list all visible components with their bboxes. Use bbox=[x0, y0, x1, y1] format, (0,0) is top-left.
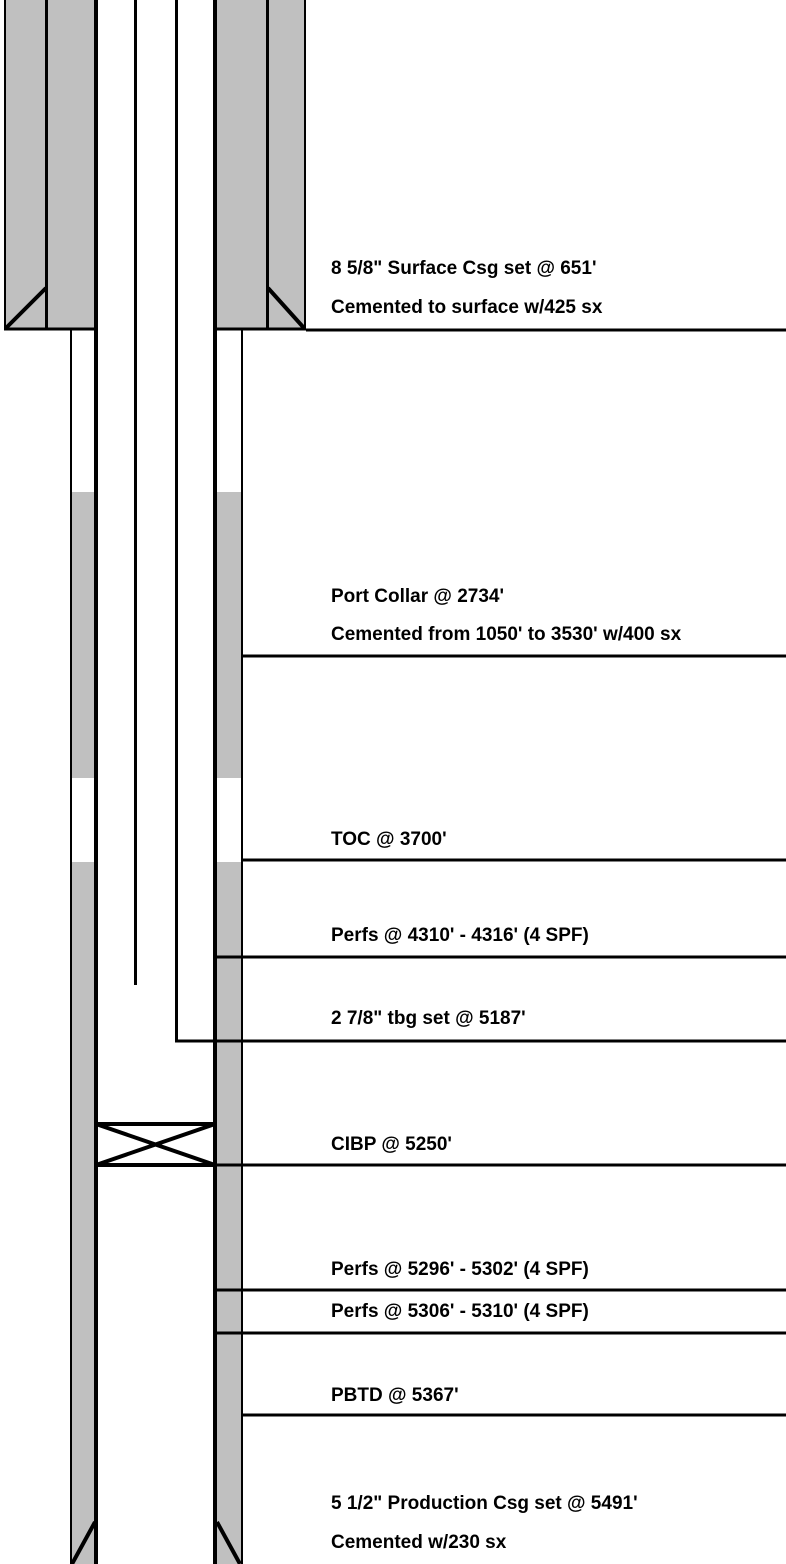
surface-cement-right bbox=[215, 0, 305, 330]
outer-wall-left bbox=[4, 0, 6, 330]
label-surface-csg-line-2: Cemented to surface w/425 sx bbox=[331, 297, 603, 318]
outer-wall-right bbox=[304, 0, 306, 330]
cement-port-collar-right bbox=[217, 492, 241, 778]
cement-lower-right bbox=[217, 862, 241, 1564]
label-toc: TOC @ 3700' bbox=[331, 829, 447, 850]
tubing-wall-left bbox=[134, 0, 137, 985]
label-pbtd: PBTD @ 5367' bbox=[331, 1385, 459, 1406]
cement-lower-left bbox=[72, 862, 95, 1564]
label-perfs-5306: Perfs @ 5306' - 5310' (4 SPF) bbox=[331, 1301, 589, 1322]
production-shoe-left bbox=[70, 1521, 97, 1564]
hole-wall-right bbox=[241, 330, 243, 1564]
tubing-wall-right bbox=[175, 0, 178, 1042]
label-tubing: 2 7/8" tbg set @ 5187' bbox=[331, 1008, 526, 1029]
label-port-collar-line-1: Port Collar @ 2734' bbox=[331, 586, 504, 607]
cibp-cross-2 bbox=[95, 1122, 216, 1167]
hole-wall-left bbox=[70, 330, 72, 1564]
label-production-csg-line-2: Cemented w/230 sx bbox=[331, 1532, 507, 1553]
label-cibp: CIBP @ 5250' bbox=[331, 1134, 452, 1155]
surface-shoe-left bbox=[4, 286, 48, 330]
label-surface-csg-line-1: 8 5/8" Surface Csg set @ 651' bbox=[331, 258, 597, 279]
cement-port-collar-left bbox=[72, 492, 95, 778]
surface-casing-wall-right bbox=[266, 0, 269, 330]
surface-casing-wall-left bbox=[45, 0, 48, 330]
production-casing-wall-right bbox=[213, 0, 217, 1564]
production-shoe-right bbox=[215, 1521, 242, 1564]
label-perfs-4310: Perfs @ 4310' - 4316' (4 SPF) bbox=[331, 925, 589, 946]
label-port-collar-line-2: Cemented from 1050' to 3530' w/400 sx bbox=[331, 624, 682, 645]
label-perfs-5296: Perfs @ 5296' - 5302' (4 SPF) bbox=[331, 1259, 589, 1280]
label-production-csg-line-1: 5 1/2" Production Csg set @ 5491' bbox=[331, 1493, 638, 1514]
production-casing-wall-left bbox=[94, 0, 98, 1564]
surface-cement-left bbox=[5, 0, 95, 330]
surface-shoe-right bbox=[266, 286, 306, 330]
